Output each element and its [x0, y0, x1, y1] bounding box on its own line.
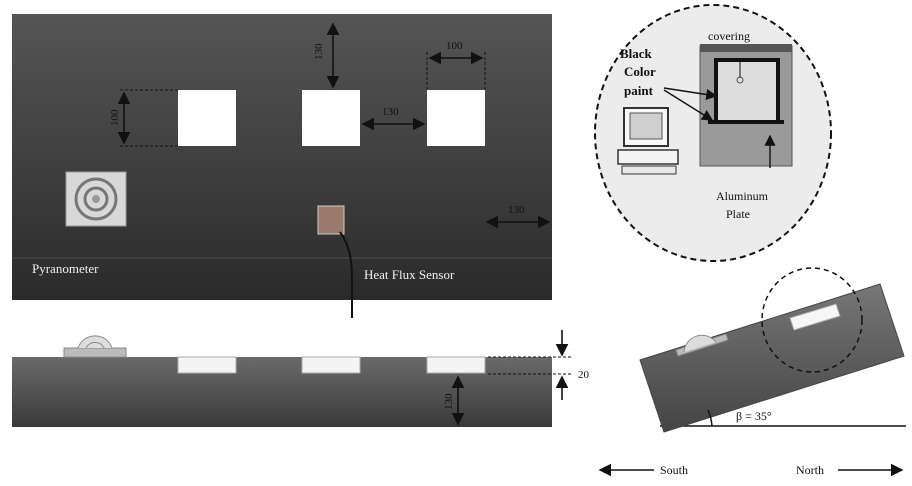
dim-top-margin: 130 — [313, 43, 325, 60]
pyranometer-label: Pyranometer — [32, 261, 99, 276]
heat-flux-sensor-icon — [317, 205, 353, 318]
window-2 — [302, 90, 360, 146]
tilted-view: β = 35° — [639, 267, 906, 433]
detail-inset: covering Black Color paint Aluminum Plat… — [594, 4, 832, 262]
cell-cross-section — [699, 44, 793, 167]
south-label: South — [660, 463, 688, 477]
north-label: North — [796, 463, 824, 477]
black-paint-label-3: paint — [624, 83, 654, 98]
panel-body — [12, 14, 552, 300]
tilt-angle-label: β = 35° — [736, 409, 772, 423]
black-paint-label-2: Color — [624, 64, 656, 79]
tilted-panel — [639, 283, 905, 433]
top-view-panel: Pyranometer Heat Flux Sensor 100 130 100… — [12, 14, 552, 318]
dim-sensor-depth: 130 — [443, 393, 455, 410]
direction-arrows: South North — [598, 463, 904, 477]
side-view-panel: 20 130 — [12, 330, 590, 427]
aluminum-label-2: Plate — [726, 207, 750, 221]
pyranometer-icon — [65, 171, 127, 227]
dim-window-width: 100 — [446, 40, 463, 52]
window-3 — [427, 90, 485, 146]
dim-cover-gap: 20 — [578, 369, 590, 381]
black-paint-label-1: Black — [620, 46, 653, 61]
dim-window-gap: 130 — [382, 106, 399, 118]
pyranometer-tilted-icon — [675, 333, 729, 357]
heat-flux-sensor-label: Heat Flux Sensor — [364, 267, 455, 282]
computer-icon — [617, 107, 679, 175]
aluminum-label-1: Aluminum — [716, 189, 769, 203]
window-1 — [178, 90, 236, 146]
dim-window-height: 100 — [109, 109, 121, 126]
dim-right-margin: 130 — [508, 204, 525, 216]
pyranometer-side-icon — [63, 335, 127, 358]
covering-label: covering — [708, 29, 750, 43]
